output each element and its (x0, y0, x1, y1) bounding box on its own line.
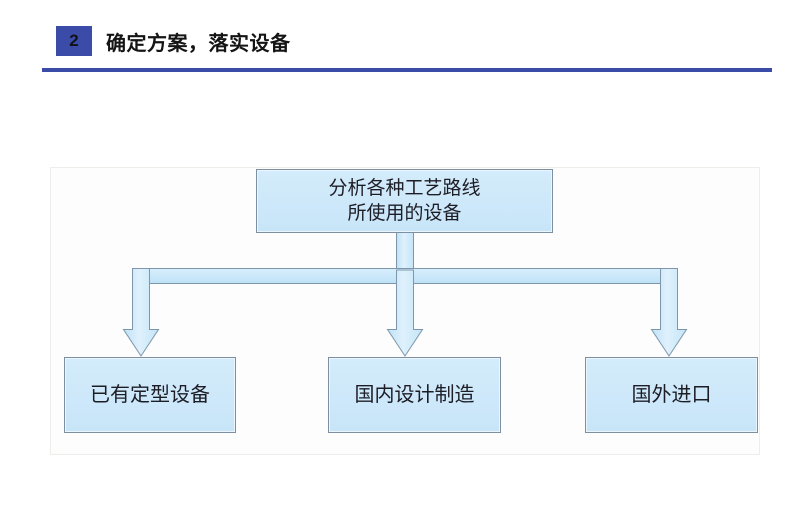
flow-node-existing-equipment: 已有定型设备 (64, 357, 236, 433)
page-title: 确定方案，落实设备 (106, 33, 291, 55)
flow-node-domestic-manufacture: 国内设计制造 (328, 357, 501, 433)
slide-header: 2 确定方案，落实设备 (0, 0, 808, 80)
title-divider (42, 68, 772, 72)
flow-node-analyze-process-routes: 分析各种工艺路线 所使用的设备 (256, 169, 553, 233)
root-line-2: 所使用的设备 (347, 203, 462, 224)
step-number-badge: 2 (56, 26, 92, 56)
root-line-1: 分析各种工艺路线 (328, 177, 481, 199)
flow-node-foreign-import: 国外进口 (585, 357, 758, 433)
